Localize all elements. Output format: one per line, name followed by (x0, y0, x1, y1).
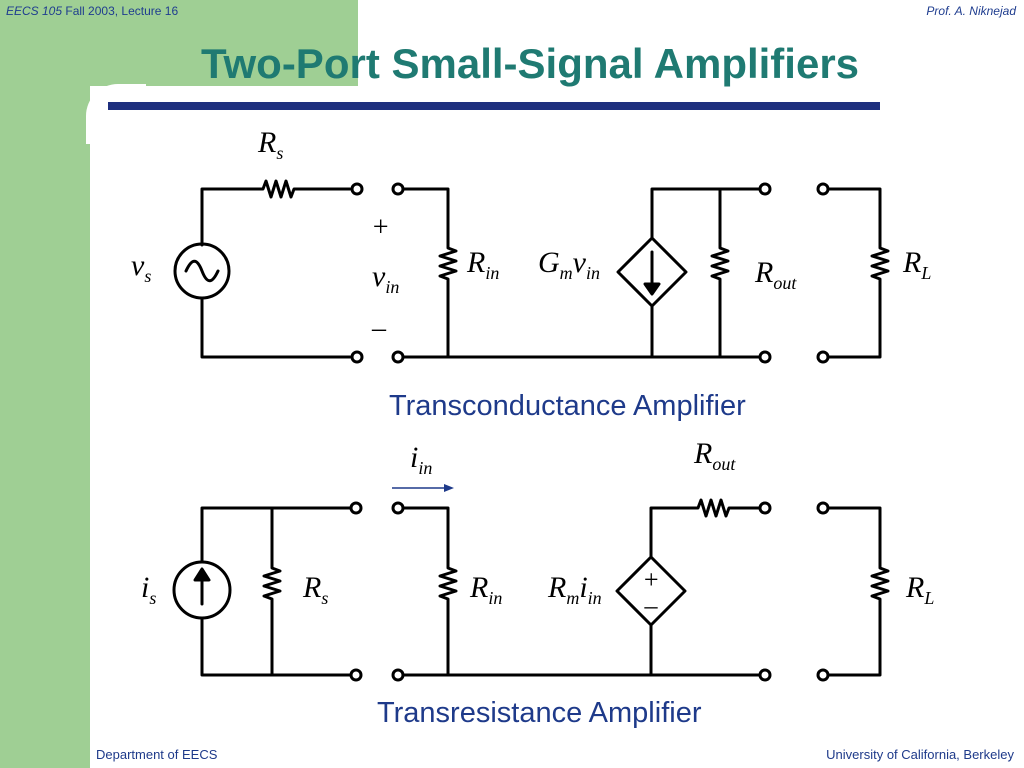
label-input-minus: – (371, 313, 387, 344)
label-input-resistor: Rin (466, 246, 499, 283)
source-resistor-2 (262, 506, 282, 677)
ac-sine-icon (184, 259, 220, 283)
green-top-band (0, 0, 358, 86)
output-top-rail-1 (650, 187, 762, 240)
title-rule (108, 102, 880, 110)
term-lecture: Fall 2003, Lecture 16 (65, 4, 179, 18)
caption-transresistance: Transresistance Amplifier (377, 697, 702, 729)
source-wires-2 (200, 506, 352, 677)
caption-transconductance: Transconductance Amplifier (389, 390, 746, 422)
label-transconductance: Gmvin (538, 246, 600, 283)
course-header: EECS 105 Fall 2003, Lecture 16 (6, 4, 178, 18)
transresistance-circuit (172, 498, 890, 682)
label-input-current: iin (410, 441, 432, 478)
green-side-band (0, 0, 90, 768)
voltage-source-icon (173, 242, 231, 300)
label-load-resistor-2: RL (905, 571, 934, 608)
terminal-out-bottom-left (758, 350, 772, 364)
label-input-voltage: vin (372, 260, 399, 297)
terminal-in2-top-left (349, 501, 363, 515)
output-resistor-1 (710, 187, 730, 359)
course-code: EECS 105 (6, 4, 63, 18)
content-corner (86, 84, 146, 144)
load-resistor-1 (826, 187, 890, 359)
source-plus-sign: + (642, 565, 660, 594)
label-load-resistor: RL (902, 246, 931, 283)
terminal-out2-bottom-left (758, 668, 772, 682)
label-source-resistor-2: Rs (302, 571, 328, 608)
label-source-current: is (141, 571, 156, 608)
label-input-resistor-2: Rin (469, 571, 502, 608)
input-current-arrow (392, 484, 454, 492)
down-arrowhead (643, 282, 661, 296)
instructor-header: Prof. A. Niknejad (926, 4, 1016, 18)
up-arrowhead (193, 567, 211, 582)
terminal-out-top-left (758, 182, 772, 196)
label-input-plus: + (371, 212, 390, 243)
source-bottom-wire (200, 296, 352, 359)
terminal-in-bottom-left (350, 350, 364, 364)
terminal-in2-bottom-left (349, 668, 363, 682)
label-source-resistor: Rs (257, 126, 283, 163)
input-resistor-2 (401, 506, 458, 677)
footer-university: University of California, Berkeley (826, 747, 1014, 762)
source-top-wire (200, 179, 352, 247)
label-transresistance: Rmiin (547, 571, 602, 608)
slide-title: Two-Port Small-Signal Amplifiers (200, 40, 860, 87)
current-source-icon (172, 560, 232, 620)
source-minus-sign: – (644, 591, 659, 620)
label-source-voltage: vs (131, 249, 151, 286)
terminal-in-top-left (350, 182, 364, 196)
label-output-resistor: Rout (754, 256, 797, 293)
footer-department: Department of EECS (96, 747, 218, 762)
label-output-resistor-2: Rout (693, 437, 736, 474)
input-resistor (401, 187, 458, 359)
transconductance-circuit (173, 179, 890, 364)
load-resistor-2 (826, 506, 890, 677)
output-top-wire-2 (649, 498, 762, 559)
terminal-out2-top-left (758, 501, 772, 515)
